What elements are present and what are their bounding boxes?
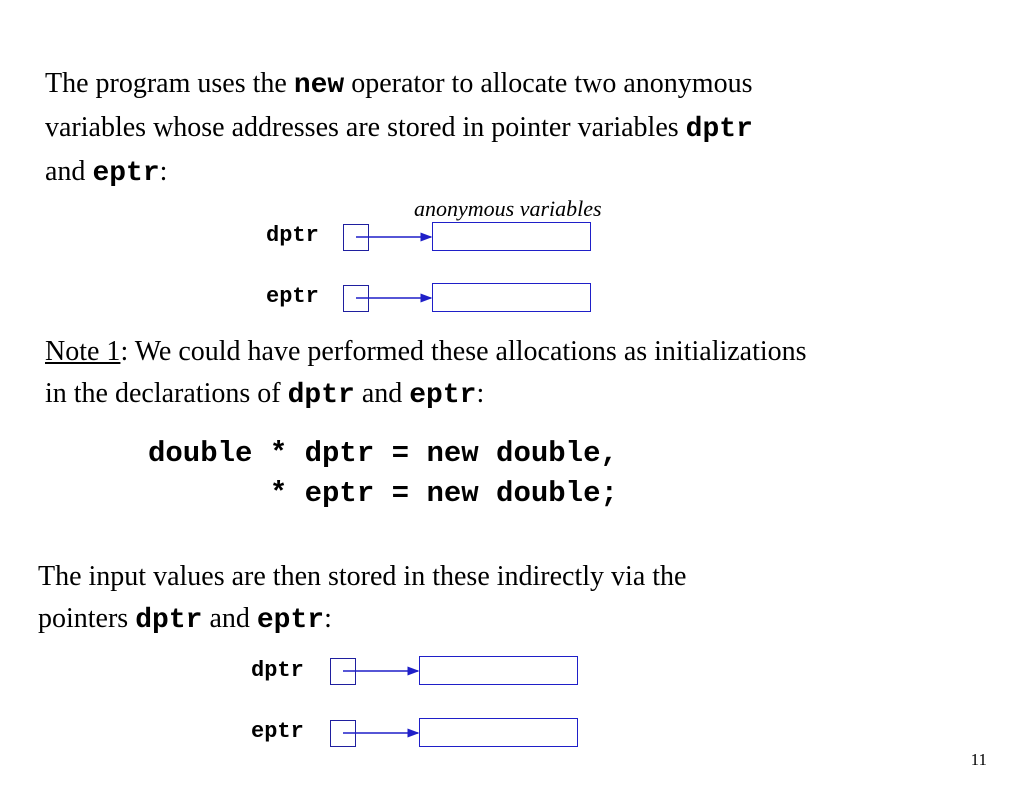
dptr-label: dptr — [251, 658, 304, 683]
variable-box-2 — [419, 718, 578, 747]
intro-paragraph: The program uses the new operator to all… — [45, 63, 753, 195]
input-text: pointers — [38, 603, 136, 634]
input-text: and — [202, 603, 257, 634]
intro-text: : — [159, 156, 168, 187]
dptr-code: dptr — [685, 114, 753, 145]
eptr-code: eptr — [92, 158, 160, 189]
eptr-code: eptr — [256, 605, 325, 636]
intro-line-2: variables whose addresses are stored in … — [45, 107, 753, 151]
code-line-2: * eptr = new double; — [148, 477, 618, 510]
eptr-label: eptr — [266, 284, 319, 309]
dptr-label: dptr — [266, 223, 319, 248]
note-label: Note 1 — [45, 336, 121, 367]
note-line-1: Note 1: We could have performed these al… — [45, 331, 807, 373]
new-keyword: new — [293, 70, 345, 101]
note-line-2: in the declarations of dptr and eptr: — [45, 373, 807, 417]
dptr-code: dptr — [287, 380, 355, 411]
input-paragraph: The input values are then stored in thes… — [38, 556, 686, 642]
note-text: : — [476, 378, 485, 409]
dptr-code: dptr — [135, 605, 203, 636]
input-text: : — [324, 603, 332, 634]
anonymous-variable-box-1 — [432, 222, 591, 251]
intro-line-3: and eptr: — [45, 151, 753, 195]
intro-text: and — [45, 156, 93, 187]
note-text: and — [354, 378, 410, 409]
intro-text: The program uses the — [45, 68, 294, 99]
note-text: : We could have performed these allocati… — [120, 336, 807, 367]
input-line-1: The input values are then stored in thes… — [38, 561, 687, 592]
anonymous-variable-box-2 — [432, 283, 591, 312]
code-line-1: double * dptr = new double, — [148, 437, 618, 470]
input-line-2: pointers dptr and eptr: — [38, 598, 686, 642]
note-text: in the declarations of — [45, 378, 288, 409]
intro-text: operator to allocate two anonymous — [344, 68, 753, 99]
intro-text: variables whose addresses are stored in … — [45, 112, 686, 143]
page-number: 11 — [970, 750, 987, 769]
eptr-code: eptr — [409, 380, 477, 411]
intro-line-1: The program uses the new operator to all… — [45, 63, 753, 107]
eptr-label: eptr — [251, 719, 304, 744]
variable-box-1 — [419, 656, 578, 685]
note-paragraph: Note 1: We could have performed these al… — [45, 331, 807, 417]
anonymous-variables-caption: anonymous variables — [414, 196, 602, 221]
